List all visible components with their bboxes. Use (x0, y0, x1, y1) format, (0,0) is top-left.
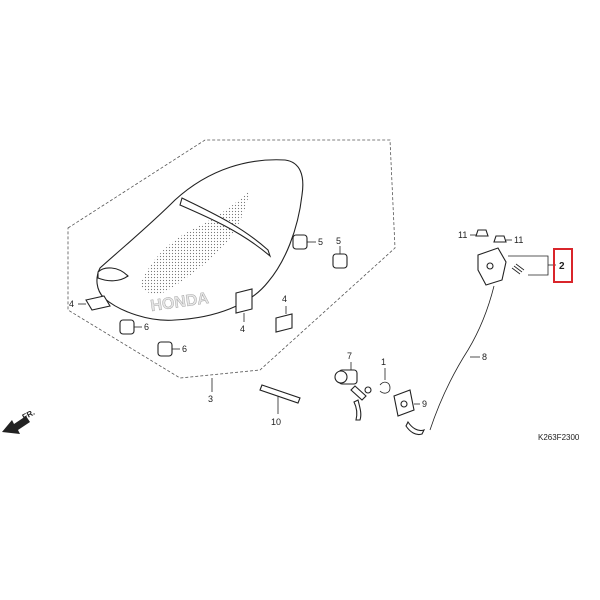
callout-4a: 4 (69, 299, 74, 309)
cushion-part-6a (119, 319, 142, 335)
highlight-box (553, 248, 573, 283)
diagram-code: K263F2300 (538, 433, 580, 442)
callout-11b: 11 (514, 235, 523, 245)
callout-4b: 4 (240, 324, 245, 334)
callout-5b: 5 (336, 236, 341, 246)
callout-5a: 5 (318, 237, 323, 247)
band-part-10 (259, 384, 301, 414)
bracket-leader-2 (508, 255, 549, 276)
callout-9: 9 (422, 399, 427, 409)
cushion-part-5b (332, 246, 348, 269)
cushion-part-6b (157, 341, 180, 357)
seat-group-boundary (67, 139, 396, 379)
wing-logo-icon (140, 190, 250, 294)
callout-3: 3 (208, 394, 213, 404)
callout-7: 7 (347, 351, 352, 361)
callout-2: 2 (559, 261, 565, 272)
front-direction-arrow-icon (2, 416, 30, 434)
bracket-part-4a (78, 295, 111, 311)
clip-part-1 (379, 368, 391, 394)
callout-6b: 6 (182, 344, 187, 354)
cushion-part-5a (292, 234, 316, 250)
front-label: FR. (21, 408, 37, 422)
callout-8: 8 (482, 352, 487, 362)
bracket-part-4b (235, 288, 253, 322)
seat-assembly: HONDA (96, 159, 304, 321)
seat-catch-part-2 (477, 247, 525, 286)
lock-part-7 (334, 362, 372, 421)
cable-part-8 (429, 285, 495, 431)
bolt-part-11b (493, 235, 512, 243)
callout-1: 1 (381, 357, 386, 367)
callout-10: 10 (271, 417, 281, 427)
callout-11a: 11 (458, 230, 467, 240)
latch-part-9 (393, 389, 426, 436)
callout-6a: 6 (144, 322, 149, 332)
bolt-part-11a (470, 229, 489, 237)
bracket-part-4c (275, 306, 293, 333)
callout-4c: 4 (282, 294, 287, 304)
